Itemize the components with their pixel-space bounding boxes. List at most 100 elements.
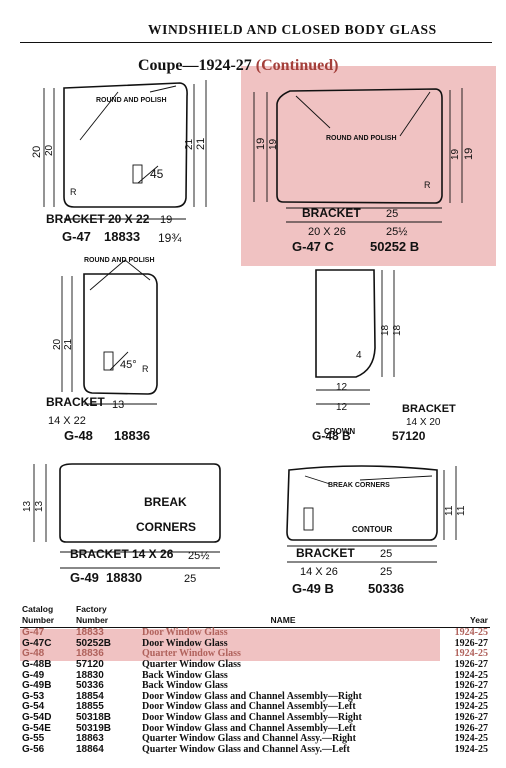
table-row: G-55 18863 Quarter Window Glass and Channe… (20, 734, 490, 745)
cell-name: Door Window Glass and Channel Assembly—L… (142, 722, 356, 734)
fig4-dim-a: 12 (336, 382, 348, 393)
fig3-note: ROUND AND POLISH (84, 257, 155, 264)
fig6-part: G-49 B (292, 581, 334, 596)
fig2-left-b: 19 (268, 138, 279, 150)
parts-table: Catalog Number Factory Number NAME Year … (20, 604, 490, 755)
cell-factory: 18863 (76, 733, 104, 745)
fig3-size: 14 X 22 (48, 415, 86, 427)
cell-catalog: G-53 (22, 690, 45, 702)
cell-factory: 50318B (76, 711, 112, 723)
glass-g48-outline (83, 273, 158, 395)
cell-name: Quarter Window Glass and Channel Assy.—L… (142, 743, 350, 755)
cell-year: 1926-27 (454, 722, 488, 734)
fig2-bracket: BRACKET (302, 206, 361, 220)
fig3-angle: 45° (120, 359, 137, 371)
cell-year: 1926-27 (454, 711, 488, 723)
fig3-part: G-48 (64, 428, 93, 443)
cell-name: Quarter Window Glass (142, 658, 241, 670)
fig3-number: 18836 (114, 428, 150, 443)
cell-name: Door Window Glass (142, 637, 228, 649)
highlight-fig-g47c (241, 66, 496, 266)
header-factory: Factory Number (74, 604, 140, 629)
fig5-bottom-num: 25 (184, 573, 196, 585)
glass-g48b-outline (315, 269, 376, 378)
fig6-bracket: BRACKET (296, 546, 355, 560)
fig2-size-val: 25½ (386, 226, 407, 238)
table-row: G-54D 50318B Door Window Glass and Channel… (20, 711, 490, 724)
cell-factory: 18864 (76, 743, 104, 755)
cell-factory: 50252B (76, 637, 112, 649)
fig4-part: G-48 B (312, 429, 351, 443)
fig1-dim-right-inner: 21 (184, 138, 195, 150)
fig2-right-b: 19 (463, 148, 475, 160)
cell-catalog: G-49 (22, 669, 45, 681)
fig3-bracket: BRACKET (46, 395, 105, 409)
fig1-angle: 45 (150, 167, 164, 181)
page-header: WINDSHIELD AND CLOSED BODY GLASS (148, 22, 437, 37)
cell-year: 1926-27 (454, 637, 488, 649)
section-subtitle: Coupe—1924-27 (Continued) (138, 57, 338, 75)
glass-g47-outline (63, 82, 188, 208)
fig2-bracket-val: 25 (386, 208, 398, 220)
fig1-dim-left-outer: 20 (31, 146, 43, 158)
cell-catalog: G-47C (22, 637, 52, 649)
fig6-contour: CONTOUR (352, 525, 393, 534)
fig5-bracket: BRACKET 14 X 26 (70, 547, 174, 561)
cell-year: 1924-25 (454, 733, 488, 745)
fig6-right-a: 11 (444, 505, 455, 516)
highlight-table-rows (20, 629, 440, 661)
cell-name: Quarter Window Glass (142, 648, 241, 660)
fig1-dim-left-inner: 20 (44, 144, 55, 156)
table-row: G-47C 50252B Door Window Glass 1926-27 (20, 637, 490, 650)
fig5-part: G-49 (70, 570, 99, 585)
cell-year: 1924-25 (454, 627, 488, 639)
fig3-left-a: 20 (52, 338, 63, 350)
glass-g49b-outline (286, 465, 438, 541)
cell-factory: 18830 (76, 669, 104, 681)
fig6-note: BREAK CORNERS (328, 482, 390, 489)
header-catalog: Catalog Number (20, 604, 74, 629)
cell-factory: 18836 (76, 648, 104, 660)
cell-catalog: G-48 (22, 648, 45, 660)
fig2-right-a: 19 (450, 148, 461, 160)
cell-name: Back Window Glass (142, 669, 228, 681)
cell-factory: 57120 (76, 658, 104, 670)
glass-g47c-outline (276, 88, 443, 204)
header-year: Year (426, 604, 490, 629)
cell-factory: 18854 (76, 690, 104, 702)
fig5-left-a: 13 (22, 500, 33, 512)
fig4-dim-b: 12 (336, 402, 348, 413)
cell-name: Door Window Glass and Channel Assembly—R… (142, 711, 362, 723)
table-header-row: Catalog Number Factory Number NAME Year (20, 604, 490, 629)
cell-name: Door Window Glass and Channel Assembly—R… (142, 690, 362, 702)
fig2-note: ROUND AND POLISH (326, 135, 397, 142)
cell-catalog: G-54D (22, 711, 52, 723)
fig4-bracket: BRACKET (402, 403, 456, 415)
cell-catalog: G-56 (22, 743, 45, 755)
cell-catalog: G-55 (22, 733, 45, 745)
fig4-right-b: 18 (392, 324, 403, 336)
cell-factory: 50319B (76, 722, 112, 734)
fig2-radius: R (424, 180, 431, 190)
fig5-left-b: 13 (34, 500, 45, 512)
cell-factory: 18833 (76, 627, 104, 639)
cell-catalog: G-48B (22, 658, 52, 670)
cell-factory: 50336 (76, 680, 104, 692)
fig4-size: 14 X 20 (406, 417, 441, 428)
header-name: NAME (140, 604, 426, 629)
fig1-bottom-num: 19¾ (158, 231, 182, 245)
fig3-radius: R (142, 364, 149, 374)
fig6-crown: CROWN (324, 427, 355, 436)
table-row: G-56 18864 Quarter Window Glass and Channe… (20, 743, 490, 756)
fig1-dim-right-outer: 21 (195, 138, 207, 150)
glass-g49-outline (59, 463, 221, 543)
fig6-size-val: 25 (380, 566, 392, 578)
cell-name: Quarter Window Glass and Channel Assy.—R… (142, 733, 356, 745)
cell-factory: 18855 (76, 701, 104, 713)
fig5-bracket-val: 25½ (188, 550, 209, 562)
cell-year: 1926-27 (454, 680, 488, 692)
